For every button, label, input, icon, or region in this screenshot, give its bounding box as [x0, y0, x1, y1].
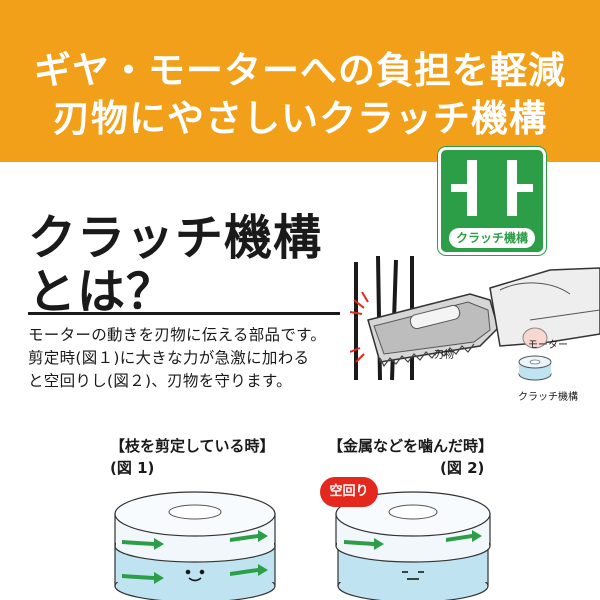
figure1-clutch-disc — [114, 491, 276, 600]
neutral-face-icon — [402, 571, 424, 580]
impact-marks-icon — [350, 291, 369, 363]
figure2-caption: 【金属などを噛んだ時】 — [328, 437, 494, 455]
trimmer-body-icon — [489, 267, 600, 347]
section-heading-line1: クラッチ機構 — [28, 210, 323, 266]
banner-title-line1: ギヤ・モーターへの負担を軽減 — [34, 49, 566, 92]
section-heading-line2: とは？ — [28, 264, 176, 320]
figure2-clutch-disc — [335, 491, 491, 600]
figure1-caption: 【枝を剪定している時】 — [110, 437, 275, 455]
header-banner: ギヤ・モーターへの負担を軽減 刃物にやさしいクラッチ機構 — [0, 0, 600, 162]
blade-icon — [367, 293, 499, 368]
figure1-number: (図 1) — [110, 459, 155, 477]
motor-label: モーター — [528, 339, 568, 351]
clutch-symbol-icon — [451, 160, 533, 216]
description-line3: と空回りし(図２)、刃物を守ります。 — [28, 372, 292, 390]
rotation-arrow-icon — [344, 530, 482, 550]
slipping-badge: 空回り — [320, 477, 378, 507]
description-line1: モーターの動きを刃物に伝える部品です。 — [28, 326, 327, 344]
clutch-disc-icon — [518, 327, 552, 381]
clutch-label: クラッチ機構 — [518, 390, 578, 403]
smile-face-icon — [185, 569, 205, 582]
hedge-trimmer-illustration: 刃物 モーター クラッチ機構 — [350, 255, 600, 403]
clutch-badge: クラッチ機構 — [438, 147, 546, 255]
description-line2: 剪定時(図１)に大きな力が急激に加わる — [28, 349, 310, 367]
rotation-arrow-icon — [122, 530, 268, 584]
figure2-number: (図 2) — [440, 459, 485, 477]
clutch-badge-label: クラッチ機構 — [449, 228, 535, 248]
banner-title-line2: 刃物にやさしいクラッチ機構 — [53, 97, 547, 140]
heading-divider — [28, 312, 340, 315]
blade-label: 刃物 — [434, 348, 454, 361]
